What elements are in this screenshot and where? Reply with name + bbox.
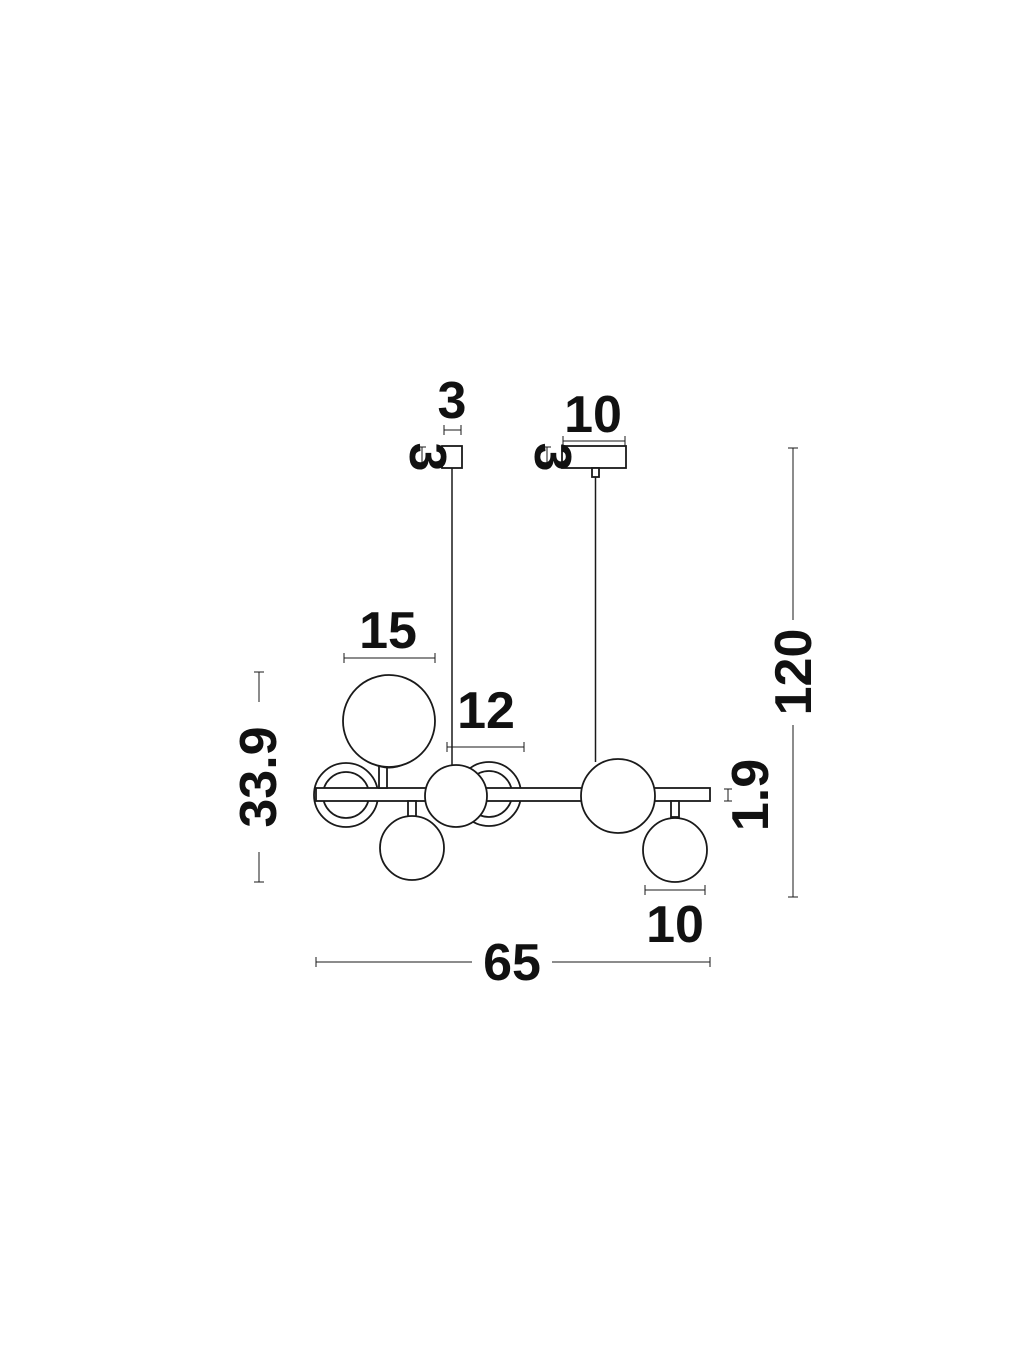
dimension-labels: 3 3 10 3 15 12 10 1.9 120 33.9 65 [230, 372, 823, 992]
label-small-canopy-width: 3 [438, 372, 467, 430]
suspension-assembly [441, 445, 627, 765]
label-total-height: 120 [765, 629, 823, 716]
label-large-globe-diameter: 15 [359, 602, 417, 660]
label-large-canopy-width: 10 [564, 386, 622, 444]
lower-right-globe [642, 817, 708, 883]
label-large-canopy-height: 3 [523, 443, 581, 472]
large-globe-cup [372, 763, 406, 769]
large-globe [342, 674, 436, 768]
lower-right-globe-holder [670, 800, 680, 818]
center-right-globe [580, 758, 656, 834]
label-small-canopy-height: 3 [398, 443, 456, 472]
label-medium-globe-diameter: 12 [457, 682, 515, 740]
label-total-width: 65 [483, 934, 541, 992]
center-left-globe [424, 764, 488, 828]
rod-connector [591, 467, 600, 478]
lamp-body [313, 674, 711, 883]
label-bar-thickness: 1.9 [722, 759, 780, 831]
label-body-height: 33.9 [230, 726, 288, 827]
label-small-globe-diameter: 10 [646, 896, 704, 954]
lower-left-globe [379, 815, 445, 881]
lower-left-globe-holder [407, 800, 417, 818]
dimension-lines [254, 425, 798, 967]
